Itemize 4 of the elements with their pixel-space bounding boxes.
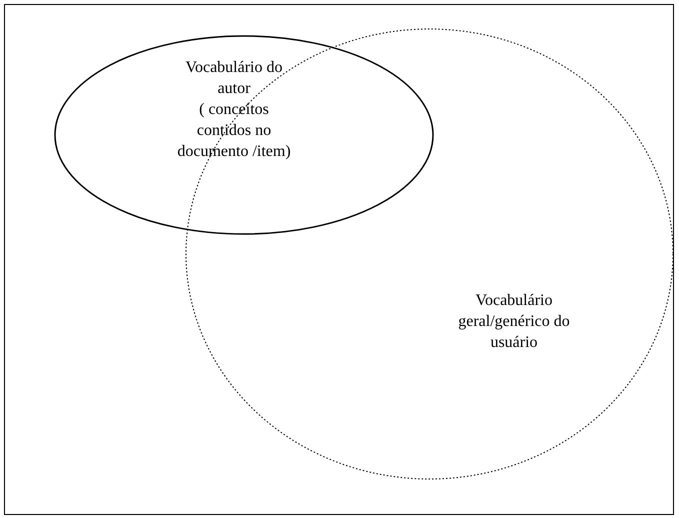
ellipse xyxy=(54,35,434,235)
ellipse-label: Vocabulário do autor xyxy=(184,58,284,99)
ellipse-label: Vocabulário geral/genérico do usuário xyxy=(457,291,571,353)
ellipse-label: ( conceitos contidos no documento /item) xyxy=(176,100,292,162)
